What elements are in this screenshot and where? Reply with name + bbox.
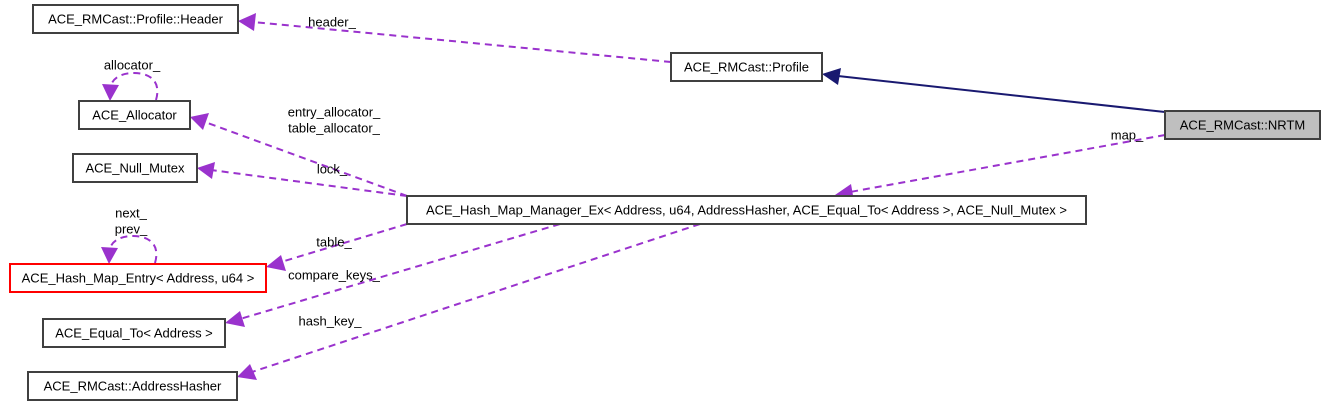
node-ace-allocator-label: ACE_Allocator bbox=[92, 107, 177, 122]
node-hash-map-manager[interactable]: ACE_Hash_Map_Manager_Ex< Address, u64, A… bbox=[406, 195, 1087, 225]
edge-compare-keys-arrowhead bbox=[225, 311, 245, 327]
edge-lock-line bbox=[210, 169, 408, 197]
edge-table-line bbox=[280, 223, 408, 263]
node-profile-header[interactable]: ACE_RMCast::Profile::Header bbox=[32, 4, 239, 34]
node-equal-to-label: ACE_Equal_To< Address > bbox=[55, 325, 213, 340]
edge-label-hash-key: hash_key_ bbox=[299, 313, 363, 328]
edge-allocator-self-arc bbox=[109, 71, 159, 101]
node-nrtm-box bbox=[1164, 110, 1321, 140]
edge-lock[interactable] bbox=[197, 162, 408, 197]
edge-map[interactable] bbox=[835, 134, 1166, 201]
node-hash-map-manager-label: ACE_Hash_Map_Manager_Ex< Address, u64, A… bbox=[426, 202, 1067, 217]
edge-hash-key[interactable] bbox=[237, 223, 701, 380]
edge-allocator-self-arrowhead bbox=[102, 84, 119, 101]
edge-label-map: map_ bbox=[1111, 127, 1144, 142]
edge-entry-table-allocator-arrowhead bbox=[190, 113, 209, 130]
node-hash-map-entry[interactable]: ACE_Hash_Map_Entry< Address, u64 > bbox=[9, 263, 267, 293]
edge-header-arrowhead bbox=[238, 13, 256, 31]
edge-inherit-profile-line bbox=[837, 75, 1166, 113]
node-equal-to-box bbox=[42, 318, 226, 348]
edge-next-prev-self-arc bbox=[108, 234, 158, 264]
edge-table[interactable] bbox=[266, 223, 408, 271]
edge-map-line bbox=[849, 134, 1166, 193]
edge-allocator-self[interactable] bbox=[102, 71, 159, 101]
node-ace-allocator-box bbox=[78, 100, 191, 130]
node-ace-null-mutex[interactable]: ACE_Null_Mutex bbox=[72, 153, 198, 183]
edge-label-table-allocator: table_allocator_ bbox=[288, 120, 381, 135]
edge-next-prev-self-arrowhead bbox=[101, 247, 118, 264]
node-address-hasher-label: ACE_RMCast::AddressHasher bbox=[44, 378, 222, 393]
node-profile-header-label: ACE_RMCast::Profile::Header bbox=[48, 11, 224, 26]
edge-inherit-profile[interactable] bbox=[822, 68, 1166, 113]
edge-label-allocator-self: allocator_ bbox=[104, 57, 161, 72]
edge-entry-table-allocator[interactable] bbox=[190, 113, 408, 197]
edge-compare-keys-line bbox=[239, 223, 561, 320]
node-address-hasher-box bbox=[27, 371, 238, 401]
edge-hash-key-arrowhead bbox=[237, 364, 257, 380]
node-ace-allocator[interactable]: ACE_Allocator bbox=[78, 100, 191, 130]
node-profile-header-box bbox=[32, 4, 239, 34]
node-profile-box bbox=[670, 52, 823, 82]
node-layer: ACE_RMCast::Profile::Header ACE_Allocato… bbox=[9, 4, 1321, 401]
node-nrtm-label: ACE_RMCast::NRTM bbox=[1180, 117, 1305, 132]
node-hash-map-entry-box bbox=[9, 263, 267, 293]
node-profile[interactable]: ACE_RMCast::Profile bbox=[670, 52, 823, 82]
edge-label-next: next_ bbox=[115, 205, 148, 220]
edge-label-prev: prev_ bbox=[115, 221, 148, 236]
edge-label-lock: lock_ bbox=[317, 161, 348, 176]
edge-inherit-profile-arrowhead bbox=[822, 68, 841, 85]
edge-header-line bbox=[252, 21, 672, 63]
node-nrtm[interactable]: ACE_RMCast::NRTM bbox=[1164, 110, 1321, 140]
edge-header[interactable] bbox=[238, 13, 672, 63]
edge-layer bbox=[101, 13, 1166, 380]
node-address-hasher[interactable]: ACE_RMCast::AddressHasher bbox=[27, 371, 238, 401]
edge-label-entry-allocator: entry_allocator_ bbox=[288, 104, 381, 119]
edge-lock-arrowhead bbox=[197, 162, 215, 179]
edge-compare-keys[interactable] bbox=[225, 223, 561, 327]
edge-hash-key-line bbox=[251, 223, 701, 373]
node-ace-null-mutex-label: ACE_Null_Mutex bbox=[86, 160, 185, 175]
node-profile-label: ACE_RMCast::Profile bbox=[684, 59, 809, 74]
edge-label-layer: header_ allocator_ entry_allocator_ tabl… bbox=[104, 14, 1144, 328]
edge-table-arrowhead bbox=[266, 255, 286, 271]
edge-label-table: table_ bbox=[316, 234, 352, 249]
node-ace-null-mutex-box bbox=[72, 153, 198, 183]
edge-label-compare-keys: compare_keys_ bbox=[288, 267, 381, 282]
node-hash-map-entry-label: ACE_Hash_Map_Entry< Address, u64 > bbox=[22, 270, 255, 285]
edge-label-header: header_ bbox=[308, 14, 356, 29]
node-hash-map-manager-box bbox=[406, 195, 1087, 225]
edge-next-prev-self[interactable] bbox=[101, 234, 158, 264]
node-equal-to[interactable]: ACE_Equal_To< Address > bbox=[42, 318, 226, 348]
